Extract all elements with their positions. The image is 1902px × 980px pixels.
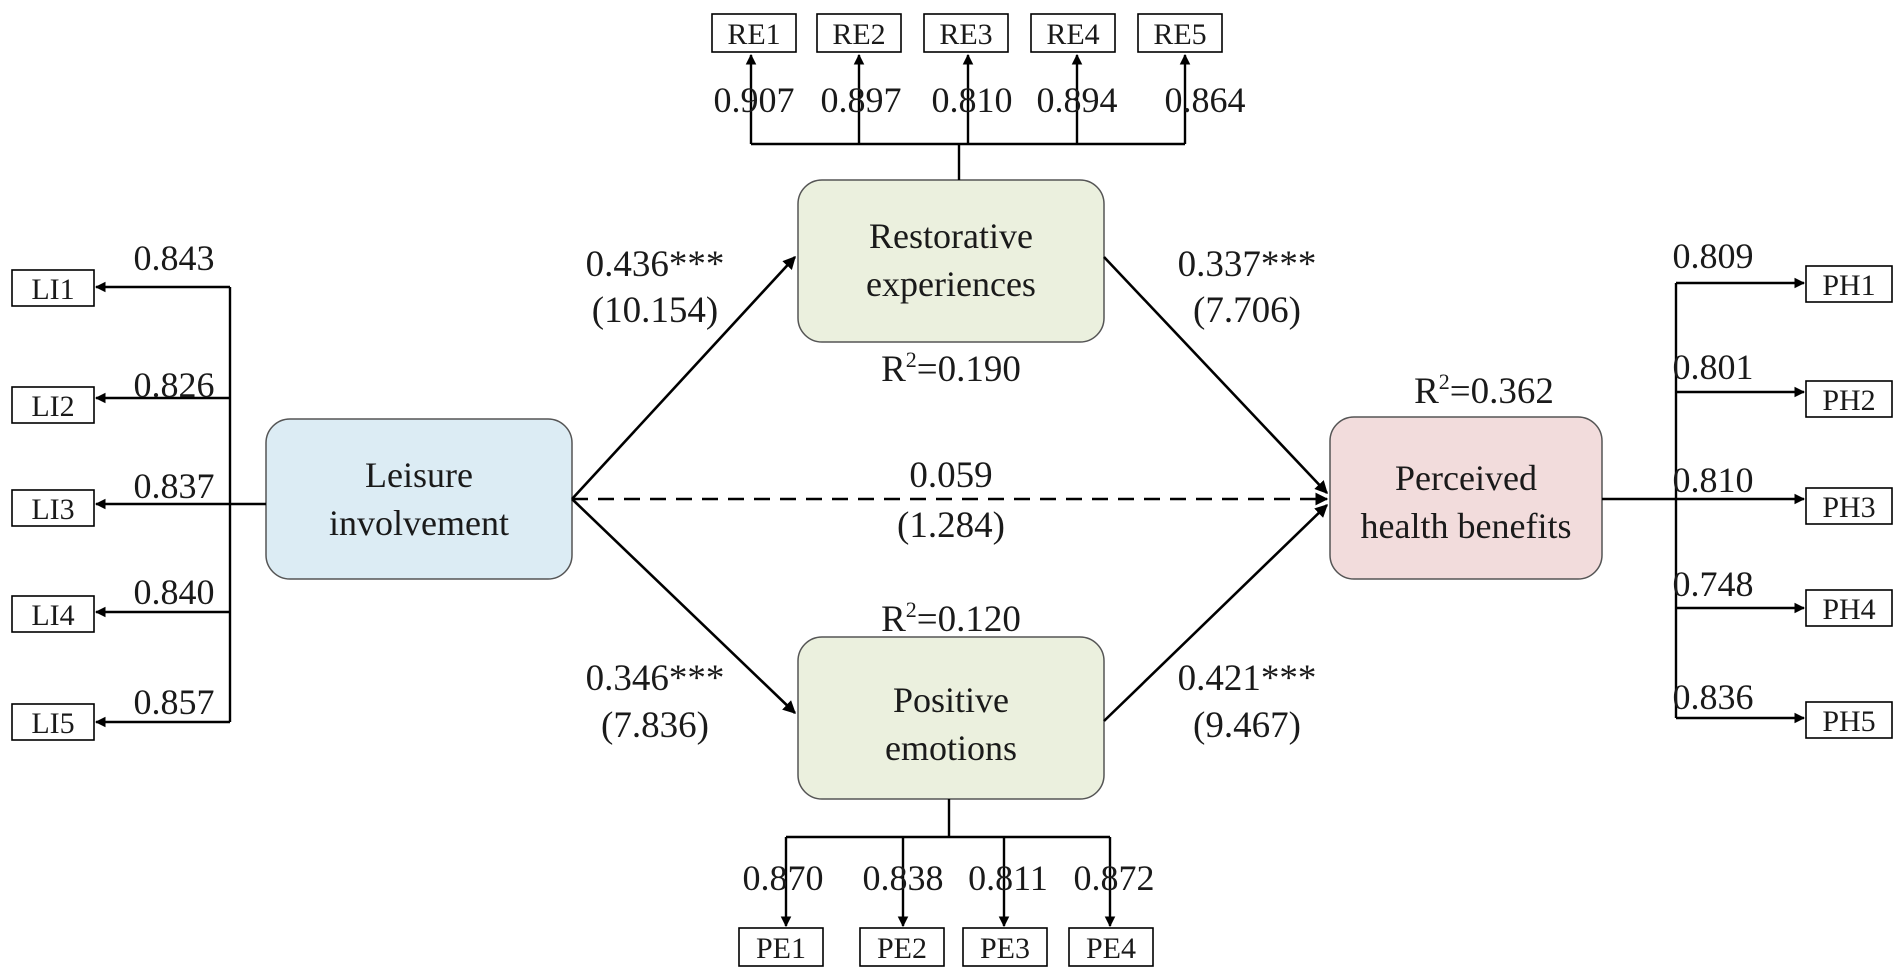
indicator-label: PH1: [1822, 269, 1875, 302]
loading-value: 0.810: [1673, 460, 1754, 500]
indicator-box: [1030, 13, 1116, 53]
loading-value: 0.838: [863, 858, 944, 898]
construct-leisure-involvement: Leisure involvement: [265, 418, 573, 580]
indicator-label: RE2: [832, 18, 885, 51]
path-t-value: (10.154): [592, 290, 718, 331]
indicator-label: RE3: [939, 18, 992, 51]
indicator-label: LI2: [31, 390, 74, 423]
loading-value: 0.840: [134, 572, 215, 612]
indicator-box: [962, 927, 1048, 967]
indicator-box: [816, 13, 902, 53]
indicator-box: [1805, 265, 1893, 303]
indicator-box: [1805, 701, 1893, 739]
construct-label: emotions: [885, 728, 1017, 768]
indicator-box: [1805, 380, 1893, 418]
construct-label: involvement: [329, 503, 509, 543]
indicator-box: [11, 386, 95, 424]
loading-value: 0.870: [743, 858, 824, 898]
loading-value: 0.826: [134, 365, 215, 405]
indicator-label: PH5: [1822, 705, 1875, 738]
indicator-box: [711, 13, 797, 53]
loading-value: 0.897: [821, 80, 902, 120]
indicator-box: [11, 269, 95, 307]
construct-label: Restorative: [869, 216, 1033, 256]
path-coefficient: 0.421***: [1178, 658, 1317, 699]
loading-value: 0.837: [134, 466, 215, 506]
loading-value: 0.907: [714, 80, 795, 120]
loading-value: 0.872: [1074, 858, 1155, 898]
indicator-label: PE3: [980, 932, 1030, 965]
indicator-box: [11, 703, 95, 741]
r-squared-health: R2=0.362: [1414, 369, 1554, 412]
indicator-box: [738, 927, 824, 967]
indicator-box: [1805, 487, 1893, 525]
indicator-group-pe: 0.870 PE1 0.838 PE2 0.811 PE3 0.872 PE4: [738, 799, 1155, 967]
indicator-label: PH3: [1822, 491, 1875, 524]
indicator-group-li: 0.843 LI1 0.826 LI2 0.837 LI3 0.840 LI4 …: [11, 238, 266, 741]
r-squared-restorative: R2=0.190: [881, 347, 1021, 390]
construct-restorative-experiences: Restorative experiences: [797, 179, 1105, 343]
construct-label: Leisure: [365, 455, 473, 495]
path-arrow-leisure-positive: [571, 498, 796, 714]
loading-value: 0.748: [1673, 564, 1754, 604]
indicator-box: [1805, 589, 1893, 627]
loading-value: 0.843: [134, 238, 215, 278]
path-arrow-restorative-health: [1103, 256, 1328, 494]
indicator-label: PE1: [756, 932, 806, 965]
loading-value: 0.894: [1037, 80, 1118, 120]
indicator-label: PH2: [1822, 384, 1875, 417]
indicator-label: RE1: [727, 18, 780, 51]
loading-value: 0.811: [968, 858, 1048, 898]
path-arrow-positive-health: [1103, 504, 1328, 722]
indicator-box: [11, 595, 95, 633]
indicator-label: LI5: [31, 707, 74, 740]
construct-label: health benefits: [1361, 506, 1572, 546]
indicator-label: RE5: [1153, 18, 1206, 51]
indicator-label: PH4: [1822, 593, 1875, 626]
construct-perceived-health-benefits: Perceived health benefits: [1329, 416, 1603, 580]
indicator-label: LI3: [31, 493, 74, 526]
indicator-group-ph: 0.809 PH1 0.801 PH2 0.810 PH3 0.748 PH4 …: [1602, 236, 1893, 739]
path-t-value: (9.467): [1193, 705, 1301, 746]
indicator-label: PE2: [877, 932, 927, 965]
indicator-box: [859, 927, 945, 967]
loading-value: 0.836: [1673, 677, 1754, 717]
indicator-group-re: RE1 0.907 RE2 0.897 RE3 0.810 RE4 0.894 …: [711, 13, 1246, 180]
path-t-value: (7.836): [601, 705, 709, 746]
indicator-label: PE4: [1086, 932, 1136, 965]
indicator-box: [923, 13, 1009, 53]
path-coefficient: 0.346***: [586, 658, 725, 699]
loading-value: 0.809: [1673, 236, 1754, 276]
path-coefficient: 0.337***: [1178, 244, 1317, 285]
path-arrow-leisure-restorative: [571, 256, 796, 500]
construct-label: Positive: [893, 680, 1009, 720]
loading-value: 0.857: [134, 682, 215, 722]
loading-value: 0.801: [1673, 347, 1754, 387]
indicator-label: RE4: [1046, 18, 1099, 51]
loading-value: 0.810: [932, 80, 1013, 120]
path-t-value: (1.284): [897, 505, 1005, 546]
path-coefficient: 0.436***: [586, 244, 725, 285]
indicator-box: [1068, 927, 1154, 967]
loading-value: 0.864: [1165, 80, 1246, 120]
path-coefficient: 0.059: [909, 455, 992, 496]
indicator-label: LI1: [31, 273, 74, 306]
construct-positive-emotions: Positive emotions: [797, 636, 1105, 800]
construct-label: experiences: [866, 264, 1036, 304]
indicator-box: [11, 489, 95, 527]
indicator-label: LI4: [31, 599, 74, 632]
r-squared-positive: R2=0.120: [881, 597, 1021, 640]
indicator-box: [1137, 13, 1223, 53]
construct-label: Perceived: [1395, 458, 1537, 498]
path-t-value: (7.706): [1193, 290, 1301, 331]
